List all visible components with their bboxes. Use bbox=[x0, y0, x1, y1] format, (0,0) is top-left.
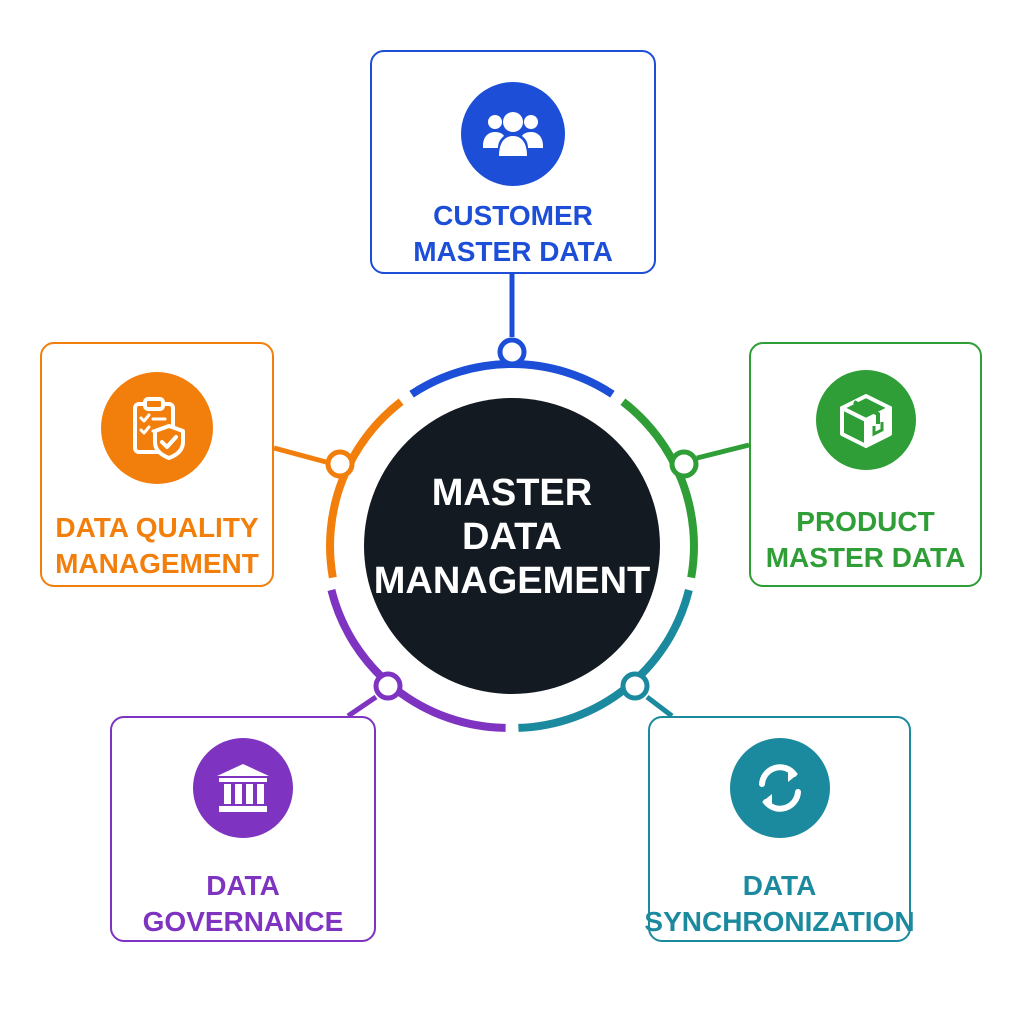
node-product-label-line2: MASTER DATA bbox=[765, 542, 966, 573]
node-product-label: PRODUCT MASTER DATA bbox=[766, 504, 966, 576]
node-quality-label: DATA QUALITY MANAGEMENT bbox=[55, 510, 259, 582]
ring-node-customer bbox=[497, 337, 527, 367]
ring-node-sync bbox=[620, 671, 650, 701]
package-box-icon bbox=[815, 370, 916, 470]
node-quality-label-line2: MANAGEMENT bbox=[55, 548, 259, 579]
node-governance-label-line1: DATA bbox=[206, 870, 280, 901]
connector-governance bbox=[346, 694, 378, 719]
sync-arrows-icon bbox=[729, 738, 830, 838]
node-sync-label-line1: DATA bbox=[742, 870, 817, 901]
node-governance-label: DATA GOVERNANCE bbox=[143, 868, 344, 940]
connector-quality bbox=[273, 445, 327, 465]
ring-arc-quality bbox=[326, 398, 404, 579]
node-product-label-line1: PRODUCT bbox=[796, 506, 935, 537]
node-sync-label-line2: SYNCHRONIZATION bbox=[644, 906, 915, 937]
ring-node-quality bbox=[325, 449, 355, 479]
ring-arc-product bbox=[620, 398, 698, 579]
ring-node-governance bbox=[373, 671, 403, 701]
users-group-icon bbox=[461, 82, 565, 186]
connector-product bbox=[696, 442, 750, 461]
node-product-master-data: PRODUCT MASTER DATA bbox=[749, 342, 982, 587]
hub-circle bbox=[364, 398, 660, 694]
hub-label: MASTER DATA MANAGEMENT bbox=[372, 471, 652, 603]
node-governance-label-line2: GOVERNANCE bbox=[142, 906, 344, 937]
node-data-governance: DATA GOVERNANCE bbox=[110, 716, 376, 942]
node-customer-label: CUSTOMER MASTER DATA bbox=[413, 198, 613, 270]
node-data-quality-management: DATA QUALITY MANAGEMENT bbox=[40, 342, 274, 587]
node-customer-master-data: CUSTOMER MASTER DATA bbox=[370, 50, 656, 274]
institution-building-icon bbox=[193, 738, 293, 838]
clipboard-shield-icon bbox=[101, 372, 213, 484]
node-sync-label: DATA SYNCHRONIZATION bbox=[644, 868, 914, 940]
node-customer-label-line2: MASTER DATA bbox=[413, 236, 613, 267]
hub-label-line3: MANAGEMENT bbox=[373, 560, 651, 602]
node-customer-label-line1: CUSTOMER bbox=[433, 200, 593, 231]
hub-label-line2: DATA bbox=[462, 516, 562, 558]
node-data-synchronization: DATA SYNCHRONIZATION bbox=[644, 716, 915, 942]
connector-sync bbox=[645, 695, 674, 718]
ring-arc-customer bbox=[409, 360, 615, 398]
ring-node-product bbox=[669, 449, 699, 479]
hub-label-line1: MASTER bbox=[431, 472, 593, 514]
node-quality-label-line1: DATA QUALITY bbox=[55, 512, 259, 543]
